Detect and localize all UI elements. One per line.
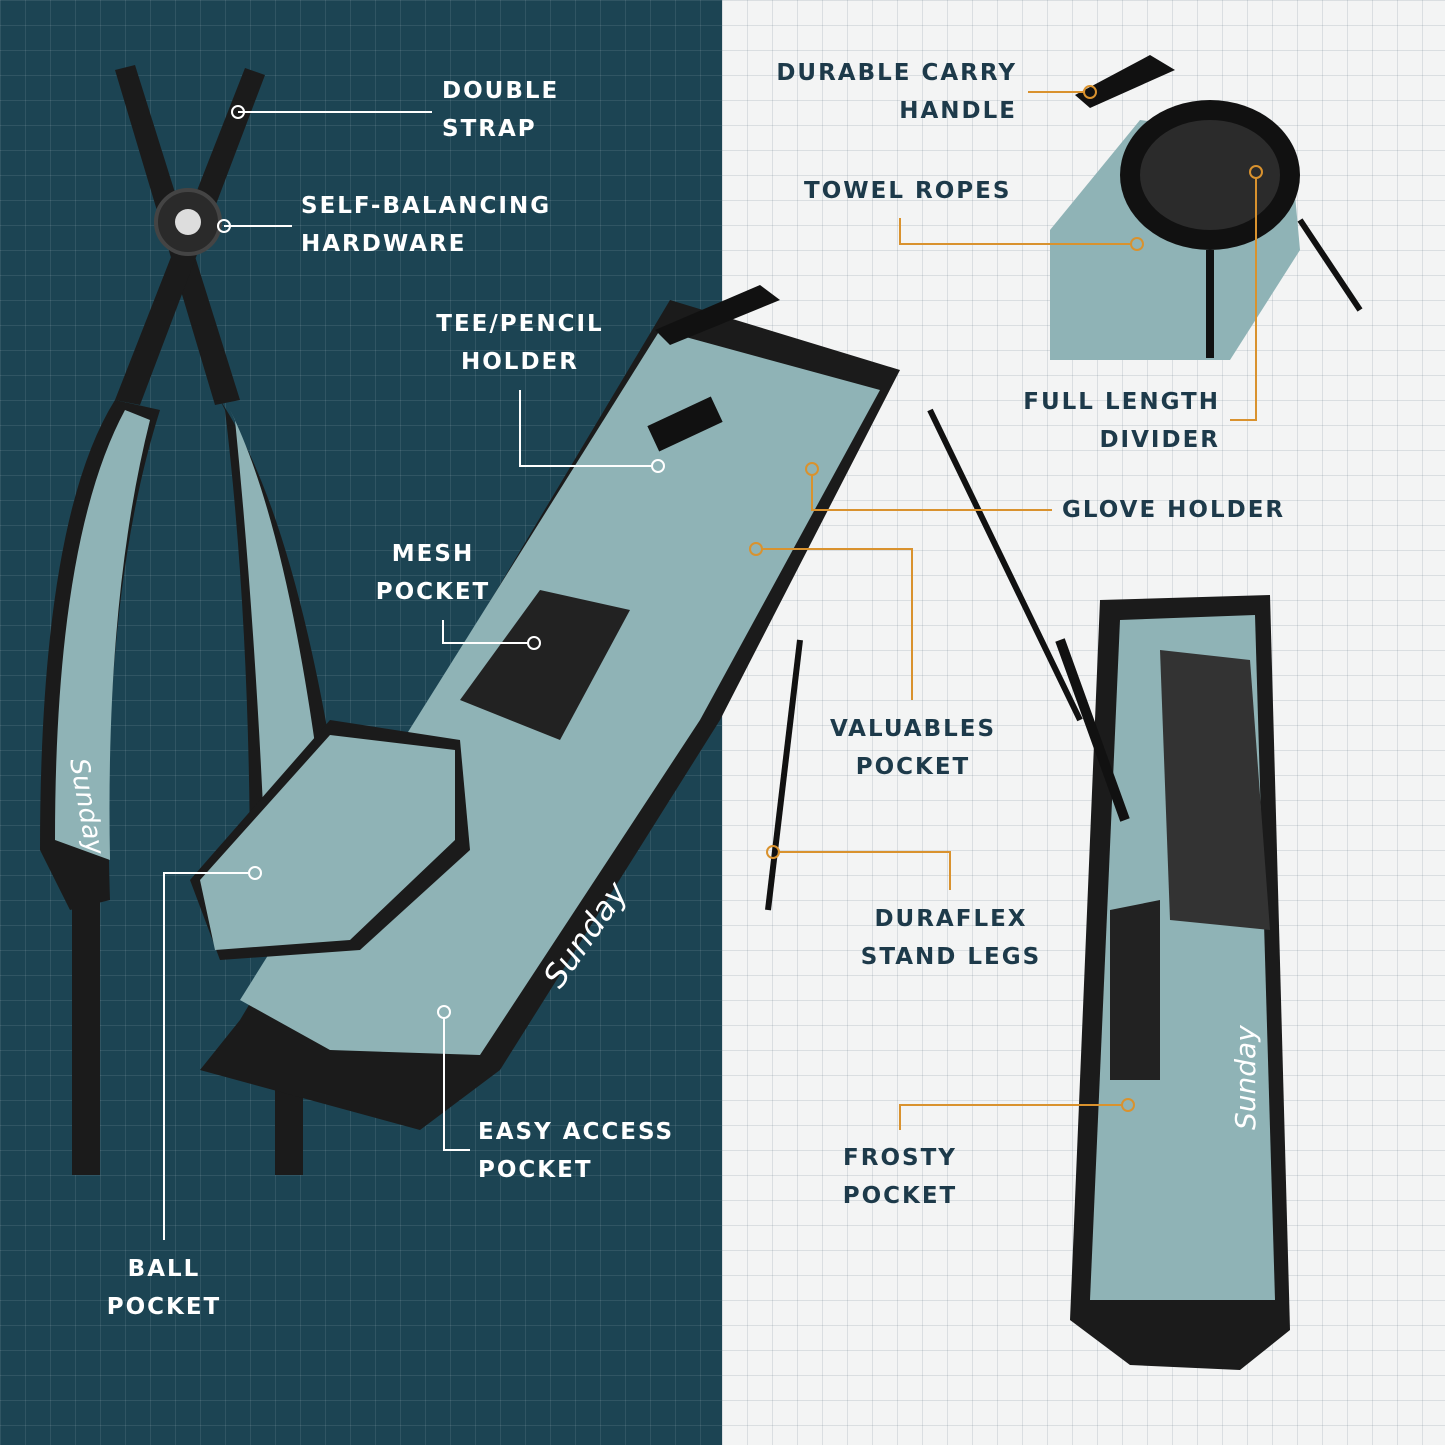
callout-line: EASY ACCESS [478, 1119, 675, 1145]
callout-line: DURAFLEX [874, 906, 1028, 932]
callout-glove-holder: GLOVE HOLDER [1062, 491, 1285, 529]
callout-line: GLOVE HOLDER [1062, 497, 1286, 523]
callout-line: HARDWARE [301, 231, 467, 257]
leader-lines-left [163, 105, 665, 1240]
main-bag-image: Sunday [190, 285, 1083, 1130]
callout-line: FROSTY [843, 1145, 957, 1171]
callout-line: TEE/PENCIL [436, 311, 604, 337]
callout-frosty-pocket: FROSTY POCKET [800, 1139, 1000, 1215]
callout-duraflex-stand-legs: DURAFLEX STAND LEGS [836, 900, 1066, 976]
callout-line: DOUBLE [442, 78, 560, 104]
upright-bag-image: Sunday [1055, 595, 1290, 1370]
callout-self-balancing-hardware: SELF-BALANCING HARDWARE [301, 187, 551, 263]
callout-line: FULL LENGTH [1023, 389, 1220, 415]
callout-line: STAND LEGS [860, 944, 1042, 970]
bag-top-view-image [1050, 55, 1363, 360]
callout-line: BALL [127, 1256, 201, 1282]
callout-line: DURABLE CARRY [776, 60, 1017, 86]
callout-line: MESH [391, 541, 475, 567]
callout-full-length-divider: FULL LENGTH DIVIDER [990, 383, 1220, 459]
callout-towel-ropes: TOWEL ROPES [804, 172, 1011, 210]
callout-ball-pocket: BALL POCKET [84, 1250, 244, 1326]
callout-easy-access-pocket: EASY ACCESS POCKET [478, 1113, 674, 1189]
leader-lines-right [749, 85, 1263, 1130]
callout-line: POCKET [106, 1294, 222, 1320]
double-strap-image: Sunday [40, 65, 345, 1175]
callout-line: VALUABLES [829, 716, 997, 742]
callout-double-strap: DOUBLE STRAP [442, 72, 559, 148]
callout-line: TOWEL ROPES [804, 178, 1012, 204]
callout-durable-carry-handle: DURABLE CARRY HANDLE [767, 54, 1017, 130]
callout-line: POCKET [842, 1183, 958, 1209]
callout-line: HANDLE [899, 98, 1017, 124]
callout-line: HOLDER [461, 349, 579, 375]
callout-line: DIVIDER [1099, 427, 1220, 453]
callout-tee-pencil-holder: TEE/PENCIL HOLDER [420, 305, 620, 381]
upright-bag-logo: Sunday [1229, 1025, 1262, 1130]
callout-line: POCKET [478, 1157, 593, 1183]
callout-line: STRAP [442, 116, 537, 142]
callout-line: SELF-BALANCING [301, 193, 552, 219]
callout-valuables-pocket: VALUABLES POCKET [813, 710, 1013, 786]
callout-line: POCKET [375, 579, 491, 605]
callout-mesh-pocket: MESH POCKET [353, 535, 513, 611]
callout-line: POCKET [855, 754, 971, 780]
